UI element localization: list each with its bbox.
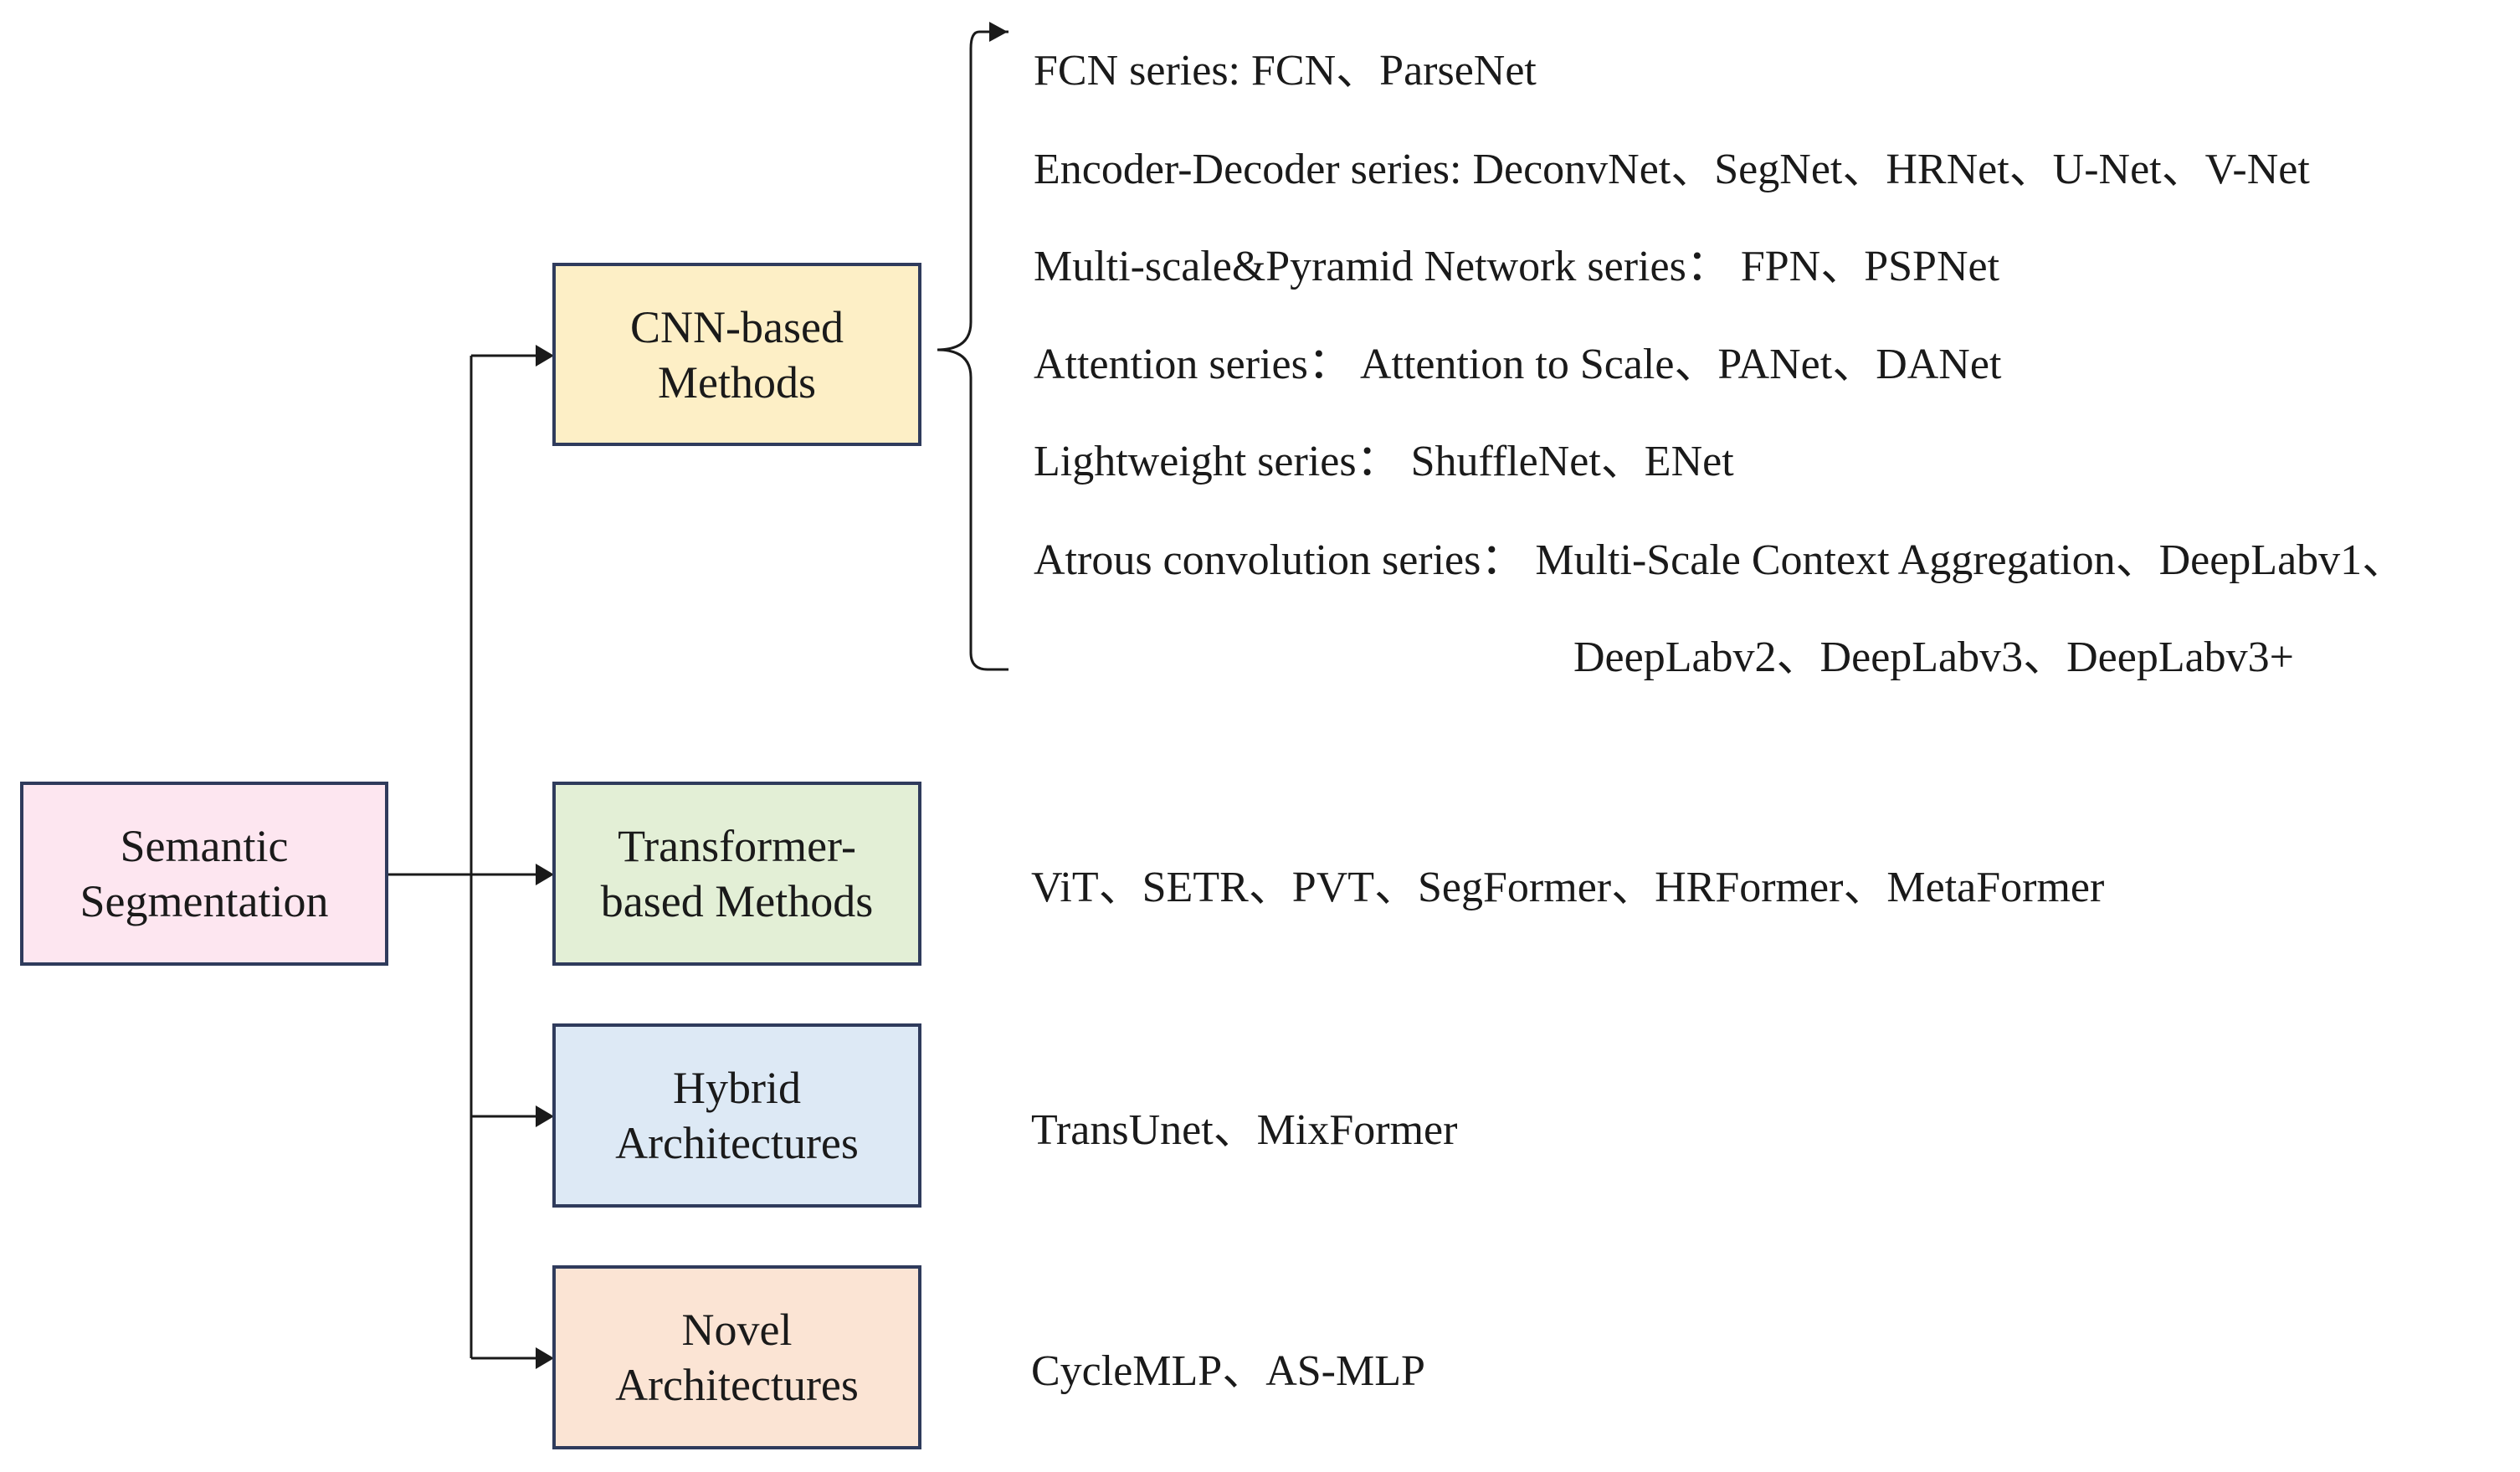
- transformer-models: ViT、SETR、PVT、SegFormer、HRFormer、MetaForm…: [1031, 864, 2105, 911]
- hybrid-models: TransUnet、MixFormer: [1031, 1106, 1458, 1154]
- arrowhead-novel: [536, 1347, 554, 1369]
- category-label: Transformer-based Methods: [600, 821, 874, 926]
- category-node-cnn: CNN-based Methods: [552, 263, 921, 446]
- category-node-novel: Novel Architectures: [552, 1265, 921, 1449]
- category-label: Novel Architectures: [615, 1305, 859, 1410]
- cnn-series-item: Multi-scale&Pyramid Network series： FPN、…: [1034, 243, 2000, 290]
- arrowhead-brace: [989, 22, 1008, 42]
- arrowhead-transformer: [536, 864, 554, 885]
- cnn-brace: [937, 30, 1009, 671]
- category-label: Hybrid Architectures: [615, 1063, 859, 1168]
- category-label: CNN-based Methods: [630, 301, 844, 408]
- arrowhead-hybrid: [536, 1105, 554, 1127]
- cnn-series-item: FCN series: FCN、ParseNet: [1034, 47, 1537, 95]
- root-label: Semantic Segmentation: [80, 821, 329, 926]
- cnn-series-item: Attention series： Attention to Scale、PAN…: [1034, 341, 2002, 388]
- cnn-series-item: Atrous convolution series： Multi-Scale C…: [1034, 536, 2406, 584]
- category-node-hybrid: Hybrid Architectures: [552, 1023, 921, 1208]
- root-node: Semantic Segmentation: [20, 782, 388, 966]
- novel-models: CycleMLP、AS-MLP: [1031, 1347, 1425, 1395]
- category-node-transformer: Transformer-based Methods: [552, 782, 921, 966]
- cnn-series-item: Encoder-Decoder series: DeconvNet、SegNet…: [1034, 146, 2310, 193]
- arrowhead-cnn: [536, 345, 554, 367]
- cnn-series-item: DeepLabv2、DeepLabv3、DeepLabv3+: [1573, 633, 2294, 681]
- cnn-series-item: Lightweight series： ShuffleNet、ENet: [1034, 438, 1734, 485]
